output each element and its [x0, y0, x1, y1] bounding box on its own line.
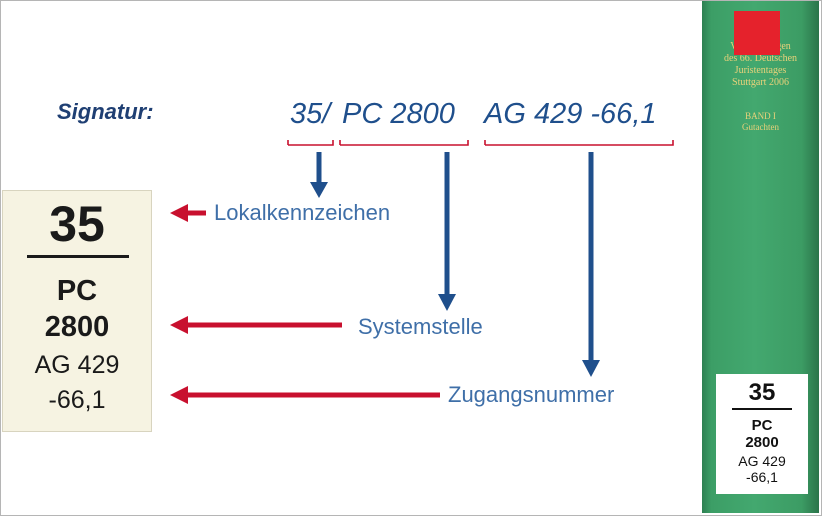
book-spine-photo: Verhandlungen des 66. Deutschen Juristen… — [702, 1, 819, 513]
left-arrow-location — [170, 204, 206, 222]
term-system: Systemstelle — [358, 314, 483, 339]
bracket-location — [287, 140, 334, 146]
term-accession: Zugangsnummer — [448, 382, 615, 407]
spine-volume-number: BAND I — [745, 111, 776, 121]
left-arrow-system — [170, 316, 342, 334]
term-location: Lokalkennzeichen — [214, 200, 391, 225]
spine-label-system-letters: PC — [751, 417, 773, 434]
label-card-accession-1: AG 429 — [34, 351, 120, 379]
spine-red-sticker — [734, 11, 780, 55]
spine-title-line: des 66. Deutschen — [723, 53, 798, 64]
label-card-accession-2: -66,1 — [48, 386, 106, 414]
bracket-system — [339, 140, 469, 146]
down-arrow-location — [310, 152, 328, 198]
label-card-system-letters: PC — [56, 275, 98, 307]
down-arrow-system — [438, 152, 456, 311]
spine-label-location: 35 — [748, 379, 776, 406]
spine-title-line: Juristentages — [734, 65, 787, 76]
signature-part-location: 35/ — [290, 98, 331, 130]
spine-label-system-number: 2800 — [745, 434, 779, 451]
spine-label-accession-2: -66,1 — [746, 469, 778, 485]
signature-part-system: PC 2800 — [342, 98, 455, 130]
down-arrow-accession — [582, 152, 600, 377]
shelf-label-card: 35 PC 2800 AG 429 -66,1 — [2, 190, 152, 432]
label-card-system-number: 2800 — [44, 311, 110, 343]
spine-volume-subtitle: Gutachten — [742, 122, 779, 132]
left-arrow-accession — [170, 386, 440, 404]
spine-volume: BAND I Gutachten — [708, 111, 813, 133]
spine-shelf-label: 35 PC 2800 AG 429 -66,1 — [716, 374, 808, 494]
spine-label-accession-1: AG 429 — [738, 453, 786, 469]
signature-part-accession: AG 429 -66,1 — [484, 98, 657, 130]
signature-label: Signatur: — [57, 99, 154, 124]
label-card-underline — [27, 255, 129, 258]
bracket-accession — [484, 140, 674, 146]
label-card-location: 35 — [49, 196, 105, 252]
spine-title-line: Stuttgart 2006 — [732, 77, 789, 88]
spine-label-underline — [732, 408, 792, 410]
